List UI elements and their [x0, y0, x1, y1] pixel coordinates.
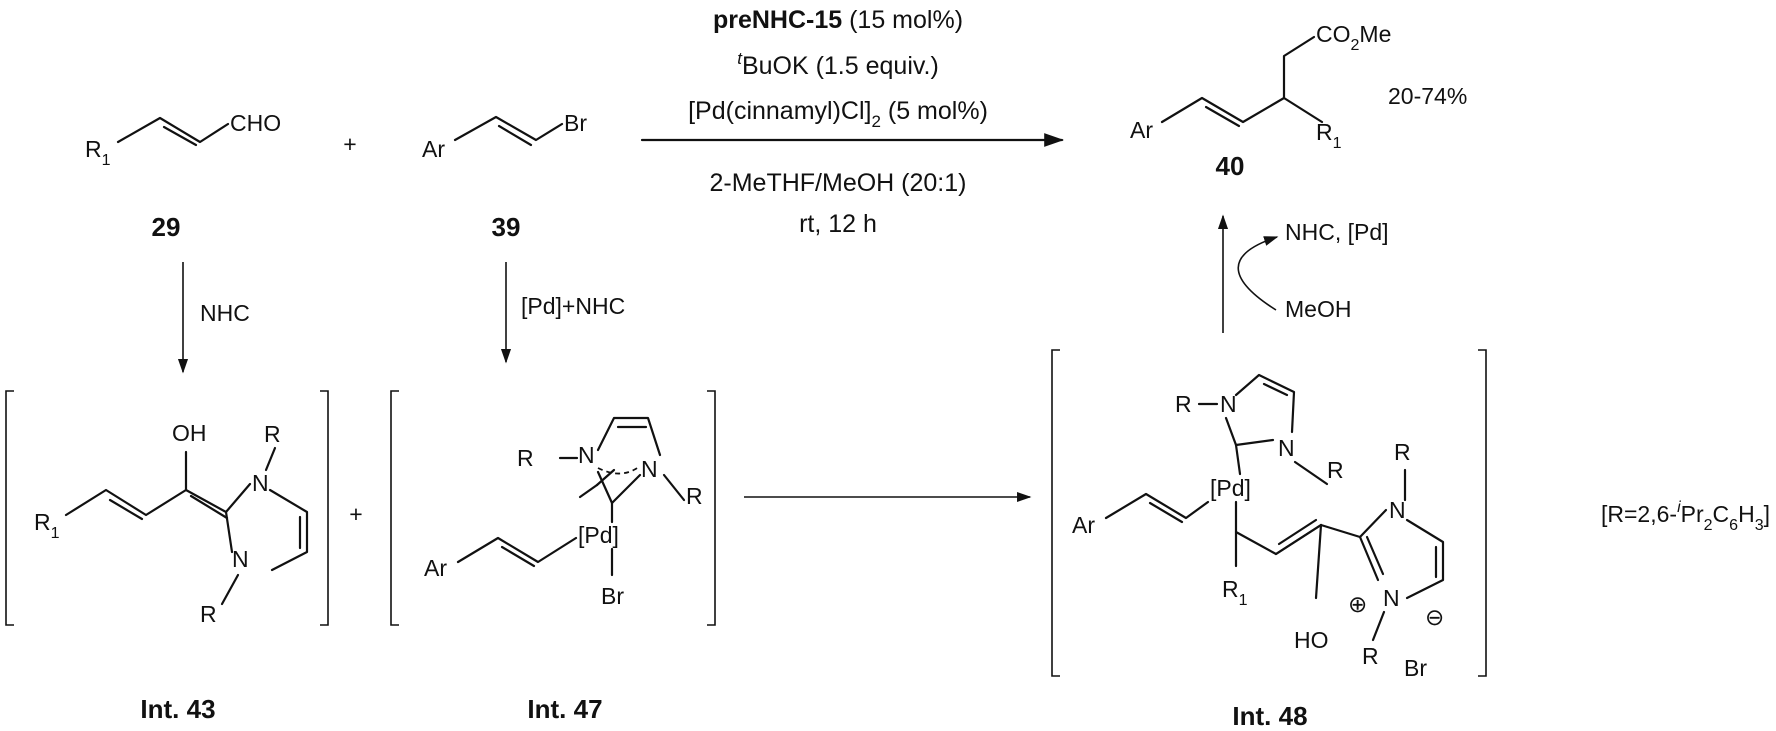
- svg-text:R: R: [686, 483, 703, 509]
- plus-charge: ⊕: [1348, 591, 1367, 617]
- svg-text:N: N: [1383, 585, 1400, 611]
- compound-29-structure: R1 CHO: [85, 110, 281, 169]
- svg-text:N: N: [1389, 497, 1406, 523]
- reaction-conditions: preNHC-15 (15 mol%) tBuOK (1.5 equiv.) […: [688, 6, 988, 238]
- minus-charge: ⊖: [1425, 604, 1444, 630]
- nhc-pd-label: NHC, [Pd]: [1285, 219, 1389, 245]
- svg-text:N: N: [1220, 391, 1237, 417]
- plus-sign-bottom: +: [349, 501, 362, 527]
- svg-text:R: R: [517, 445, 534, 471]
- svg-text:N: N: [232, 546, 249, 572]
- cho-label: CHO: [230, 110, 281, 136]
- pd-label: [Pd]: [1210, 475, 1251, 501]
- yield-label: 20-74%: [1388, 83, 1467, 109]
- svg-text:Ar: Ar: [424, 555, 447, 581]
- catalyst-name: preNHC-15: [713, 6, 842, 34]
- svg-text:N: N: [252, 470, 269, 496]
- svg-text:R1: R1: [85, 136, 111, 169]
- svg-text:R1: R1: [1316, 119, 1342, 152]
- ho-label: HO: [1294, 627, 1329, 653]
- pd-label: [Pd]: [578, 522, 619, 548]
- oh-label: OH: [172, 420, 207, 446]
- ar-label: Ar: [1130, 117, 1153, 143]
- svg-text:Br: Br: [601, 583, 624, 609]
- svg-text:CO2Me: CO2Me: [1316, 21, 1391, 54]
- svg-text:tBuOK (1.5 equiv.): tBuOK (1.5 equiv.): [737, 49, 939, 80]
- svg-text:R: R: [200, 601, 217, 627]
- meoh-label: MeOH: [1285, 296, 1351, 322]
- int-47-structure: N N R R [Pd] Ar Br: [390, 390, 716, 626]
- svg-text:N: N: [1278, 435, 1295, 461]
- br-label: Br: [564, 110, 587, 136]
- catalyst-cycle-arrow: [1237, 236, 1279, 311]
- int-43-number: Int. 43: [140, 694, 215, 724]
- int-48-number: Int. 48: [1232, 701, 1307, 731]
- compound-29-number: 29: [152, 212, 181, 242]
- svg-text:R: R: [1327, 457, 1344, 483]
- compound-40-number: 40: [1216, 151, 1245, 181]
- int-43-structure: R1 OH N R N R: [5, 390, 329, 627]
- pd-nhc-arrow-label: [Pd]+NHC: [521, 293, 625, 319]
- svg-text:R1: R1: [34, 509, 60, 542]
- svg-text:R: R: [1175, 391, 1192, 417]
- compound-39-number: 39: [492, 212, 521, 242]
- svg-text:Br: Br: [1404, 655, 1427, 681]
- svg-text:R: R: [1394, 439, 1411, 465]
- compound-40-structure: Ar CO2Me R1: [1130, 21, 1391, 152]
- solvent-label: 2-MeTHF/MeOH (20:1): [710, 169, 967, 197]
- svg-text:R: R: [1362, 643, 1379, 669]
- svg-text:R: R: [264, 421, 281, 447]
- int-47-number: Int. 47: [527, 694, 602, 724]
- svg-text:preNHC-15 (15 mol%): preNHC-15 (15 mol%): [713, 6, 963, 34]
- plus-sign-top: +: [343, 131, 356, 157]
- svg-text:[Pd(cinnamyl)Cl]2 (5 mol%): [Pd(cinnamyl)Cl]2 (5 mol%): [688, 97, 988, 131]
- svg-text:Ar: Ar: [1072, 512, 1095, 538]
- ar-label: Ar: [422, 136, 445, 162]
- svg-text:R1: R1: [1222, 576, 1248, 609]
- svg-text:N: N: [641, 456, 658, 482]
- svg-text:N: N: [578, 442, 595, 468]
- r-group-footnote: [R=2,6-iPr2C6H3]: [1601, 499, 1770, 534]
- int-48-structure: N N R R [Pd] Ar R1 HO N R N ⊕ ⊖: [1051, 349, 1487, 681]
- time-label: rt, 12 h: [799, 210, 877, 238]
- r1-label: R: [85, 136, 102, 162]
- nhc-arrow-label: NHC: [200, 300, 250, 326]
- compound-39-structure: Ar Br: [422, 110, 587, 162]
